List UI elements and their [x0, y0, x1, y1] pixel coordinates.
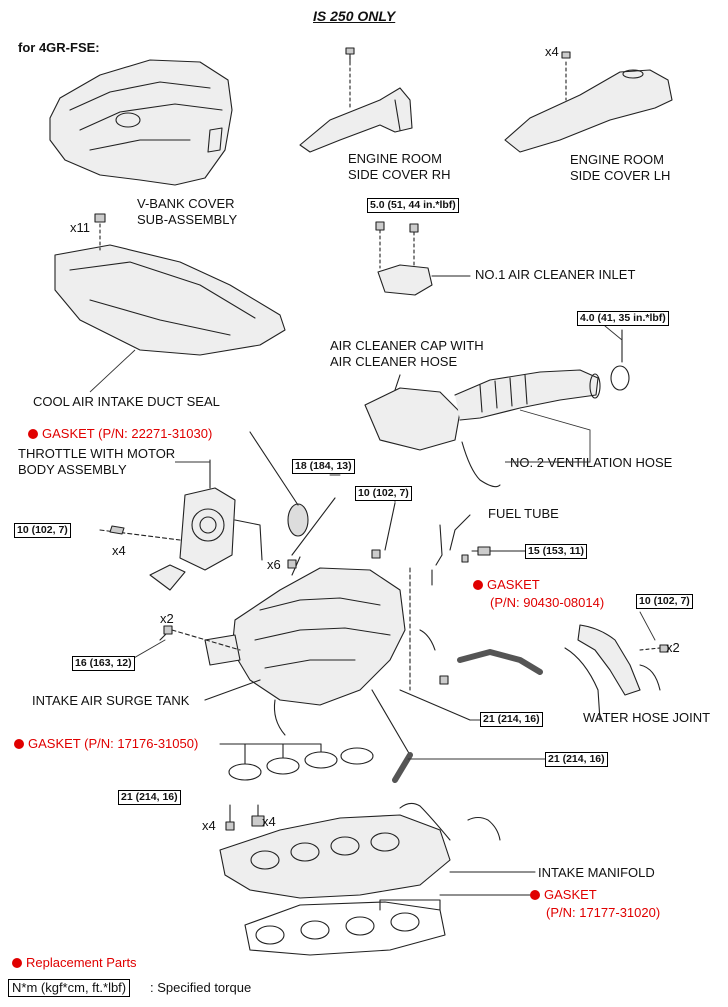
throttle-gasket-drawing: [249, 431, 309, 537]
engine-label: for 4GR-FSE:: [18, 40, 100, 55]
gasket-surge-text: GASKET (P/N: 17176-31050): [28, 736, 199, 751]
air-cleaner-cap-drawing: [364, 369, 601, 488]
gasket-manifold-2: (P/N: 17177-31020): [546, 905, 661, 920]
side-cover-lh-label-2: SIDE COVER LH: [570, 168, 671, 183]
gasket-fuel-2: (P/N: 90430-08014): [490, 595, 605, 610]
intake-manifold-drawing: [219, 802, 536, 899]
water-hose-joint-drawing: [564, 624, 669, 721]
replacement-dot-icon: [12, 958, 22, 968]
torque-21-c: 21 (214, 16): [118, 790, 181, 805]
v-bank-cover-label-2: SUB-ASSEMBLY: [137, 212, 238, 227]
manifold-gaskets-drawing: [244, 894, 531, 956]
gasket-manifold-text: GASKET: [544, 887, 597, 902]
cool-air-duct-seal-drawing: [54, 213, 286, 356]
torque-15: 15 (153, 11): [525, 544, 588, 559]
vent-hose-label: NO. 2 VENTILATION HOSE: [510, 455, 673, 470]
qty-x2-right: x2: [666, 640, 680, 655]
qty-manifold-a: x4: [202, 818, 216, 833]
fuel-tube-label: FUEL TUBE: [488, 506, 559, 521]
replacement-dot-icon: [28, 429, 38, 439]
side-cover-lh-label-1: ENGINE ROOM: [570, 152, 664, 167]
surge-gaskets-drawing: [219, 743, 374, 781]
side-cover-lh-drawing: [504, 51, 673, 153]
air-cleaner-inlet-label: NO.1 AIR CLEANER INLET: [475, 267, 636, 282]
qty-surge-bolts: x6: [267, 557, 281, 572]
hose-clamp-drawing: [610, 329, 630, 391]
air-cleaner-cap-label-1: AIR CLEANER CAP WITH: [330, 338, 484, 353]
v-bank-cover-label-1: V-BANK COVER: [137, 196, 235, 211]
gasket-surge: GASKET (P/N: 17176-31050): [14, 736, 198, 752]
air-cleaner-cap-label-2: AIR CLEANER HOSE: [330, 354, 458, 369]
gasket-throttle-text: GASKET (P/N: 22271-31030): [42, 426, 213, 441]
intake-manifold-label: INTAKE MANIFOLD: [538, 865, 655, 880]
legend-unit-box: N*m (kgf*cm, ft.*lbf): [8, 979, 131, 997]
torque-16: 16 (163, 12): [72, 656, 135, 671]
legend-specified: : Specified torque: [150, 980, 252, 995]
cool-air-duct-seal-label: COOL AIR INTAKE DUCT SEAL: [33, 394, 220, 409]
torque-10-surge: 10 (102, 7): [355, 486, 412, 501]
side-cover-rh-drawing: [299, 55, 413, 153]
torque-21-b: 21 (214, 16): [545, 752, 608, 767]
torque-18: 18 (184, 13): [292, 459, 355, 474]
qty-throttle-bolts: x4: [112, 543, 126, 558]
qty-duct-seal: x11: [70, 220, 90, 235]
torque-10-throttle: 10 (102, 7): [14, 523, 71, 538]
replacement-dot-icon: [473, 580, 483, 590]
torque-hose-clamp: 4.0 (41, 35 in.*lbf): [577, 311, 669, 326]
legend-replacement-text: Replacement Parts: [26, 955, 137, 970]
water-hose-joint-label: WATER HOSE JOINT: [583, 710, 711, 725]
side-cover-rh-label-2: SIDE COVER RH: [348, 167, 451, 182]
torque-inlet: 5.0 (51, 44 in.*lbf): [367, 198, 459, 213]
torque-10-water: 10 (102, 7): [636, 594, 693, 609]
bolt-rh-cover: [345, 47, 355, 63]
replacement-dot-icon: [14, 739, 24, 749]
surge-tank-label: INTAKE AIR SURGE TANK: [32, 693, 190, 708]
gasket-manifold-1: GASKET: [530, 887, 597, 903]
qty-manifold-b: x4: [262, 814, 276, 829]
replacement-dot-icon: [530, 890, 540, 900]
gasket-fuel-text: GASKET: [487, 577, 540, 592]
v-bank-cover-drawing: [49, 59, 233, 186]
throttle-label-1: THROTTLE WITH MOTOR: [18, 446, 176, 461]
qty-x2-left: x2: [160, 611, 174, 626]
surge-tank-drawing: [159, 497, 406, 736]
legend-replacement: Replacement Parts: [12, 955, 137, 971]
gasket-throttle: GASKET (P/N: 22271-31030): [28, 426, 212, 442]
air-cleaner-inlet-drawing: [375, 221, 471, 296]
side-cover-rh-label-1: ENGINE ROOM: [348, 151, 442, 166]
torque-21-a: 21 (214, 16): [480, 712, 543, 727]
fuel-tube-drawing: [371, 514, 543, 783]
qty-lh-cover: x4: [545, 44, 559, 59]
throttle-body-drawing: [99, 459, 263, 591]
page-title: IS 250 ONLY: [313, 8, 396, 24]
gasket-fuel-1: GASKET: [473, 577, 540, 593]
throttle-label-2: BODY ASSEMBLY: [18, 462, 127, 477]
